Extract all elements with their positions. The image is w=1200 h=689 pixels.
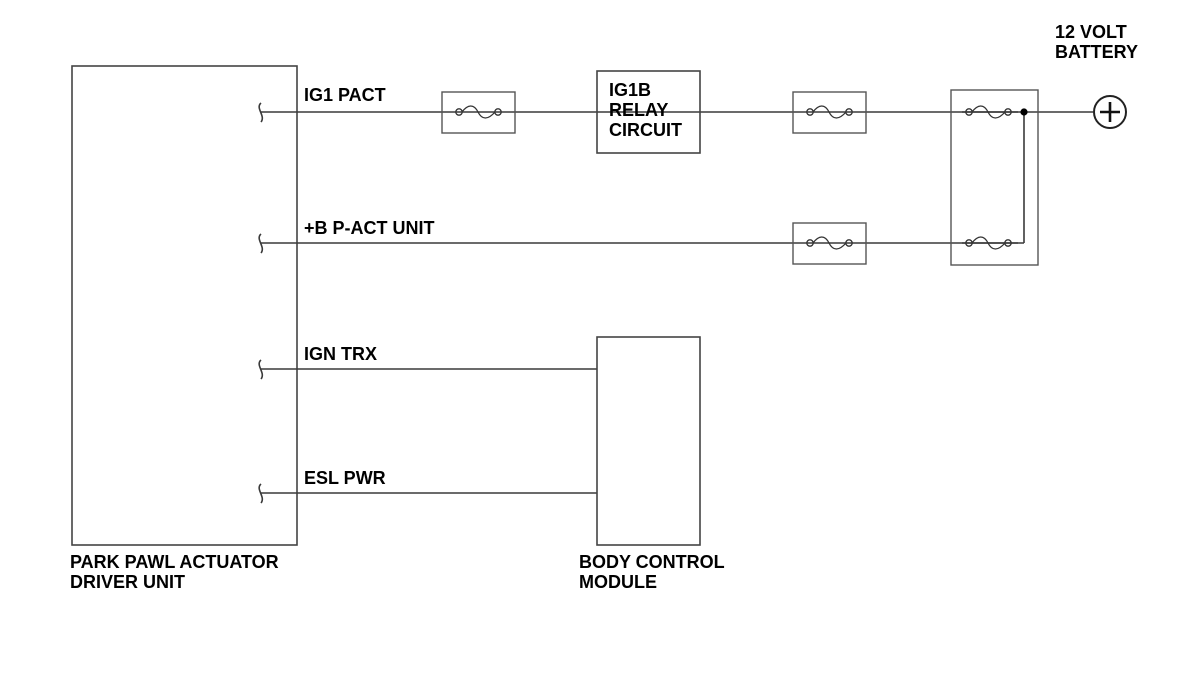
connector-pin-b-pact xyxy=(258,233,264,254)
driver-unit-label-line2: DRIVER UNIT xyxy=(70,572,185,592)
relay-circuit-box xyxy=(596,70,701,154)
fuse-block-fuse-upper xyxy=(962,105,1018,119)
battery-label-line2: BATTERY xyxy=(1055,42,1138,62)
fuse-block xyxy=(950,89,1039,266)
relay-label-line1: IG1B xyxy=(609,80,651,100)
connector-pin-esl-pwr xyxy=(258,483,264,504)
fuse-3 xyxy=(792,222,867,265)
battery-positive-icon xyxy=(1093,95,1127,129)
bcm-label-line2: MODULE xyxy=(579,572,657,592)
relay-label-line2: RELAY xyxy=(609,100,668,120)
circuit-label-ign-trx: IGN TRX xyxy=(304,344,377,364)
fuse-2 xyxy=(792,91,867,134)
bcm-box xyxy=(596,336,701,546)
bcm-label-line1: BODY CONTROL xyxy=(579,552,725,572)
driver-unit-box xyxy=(71,65,298,546)
circuit-label-b-pact-unit: +B P-ACT UNIT xyxy=(304,218,435,238)
circuit-label-ig1-pact: IG1 PACT xyxy=(304,85,386,105)
driver-unit-label-line1: PARK PAWL ACTUATOR xyxy=(70,552,279,572)
connector-pin-ig1-pact xyxy=(258,102,264,123)
relay-label-line3: CIRCUIT xyxy=(609,120,682,140)
connector-pin-ign-trx xyxy=(258,359,264,380)
circuit-label-esl-pwr: ESL PWR xyxy=(304,468,386,488)
battery-label-line1: 12 VOLT xyxy=(1055,22,1127,42)
splice-dot xyxy=(1020,108,1028,116)
fuse-1 xyxy=(441,91,516,134)
fuse-block-fuse-lower xyxy=(962,236,1018,250)
